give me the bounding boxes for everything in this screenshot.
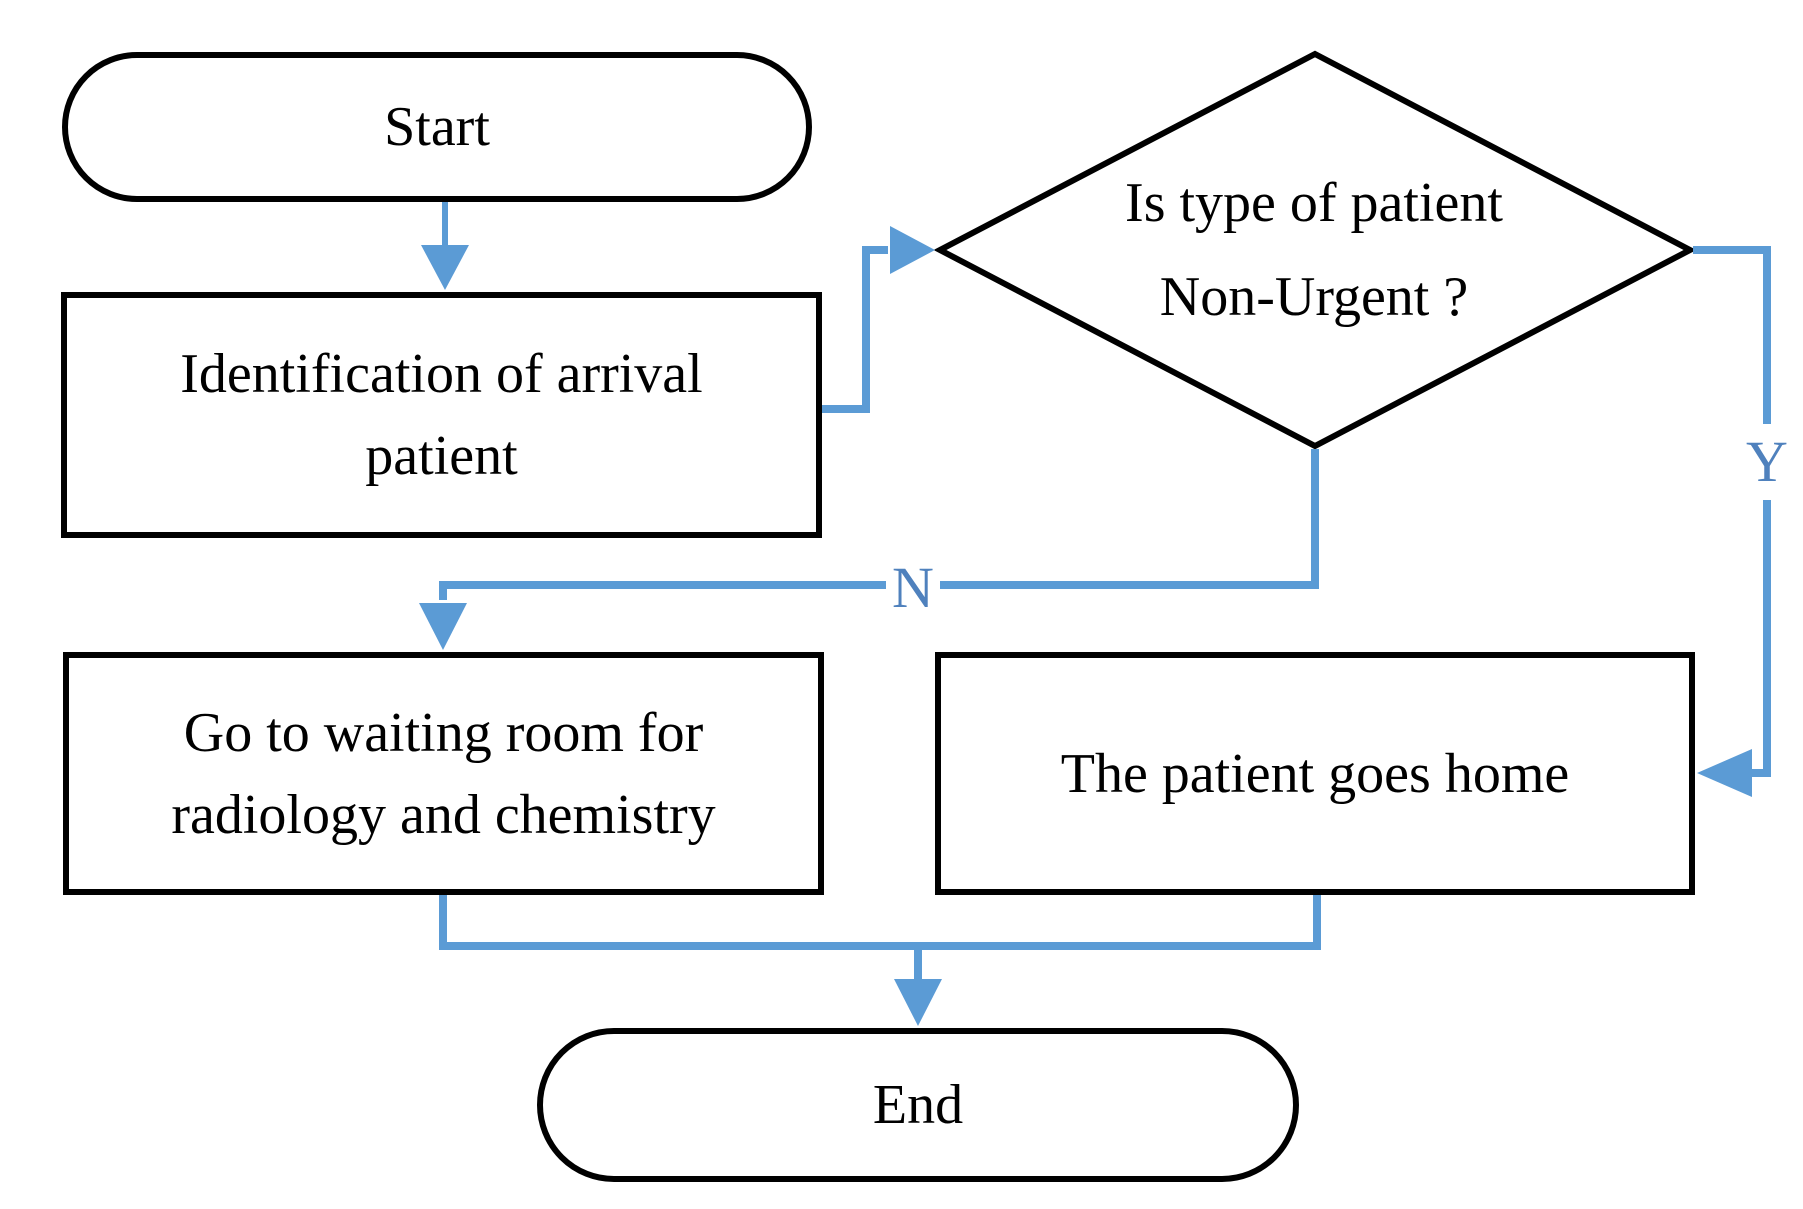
edge-decision-home — [1693, 246, 1771, 797]
node-start: Start — [62, 52, 812, 202]
branch-label-no: N — [892, 555, 934, 620]
node-identification-line1: Identification of arrival — [180, 343, 703, 405]
arrowhead-down-identify — [421, 245, 469, 290]
edge-decision-waiting — [419, 449, 1319, 650]
node-start-label: Start — [384, 96, 490, 158]
node-waiting-room-line2: radiology and chemistry — [171, 783, 716, 846]
node-patient-home: The patient goes home — [935, 652, 1695, 895]
edge-merge-end — [439, 895, 1321, 1026]
node-identification: Identification of arrival patient — [61, 292, 822, 538]
arrowhead-down-waiting — [419, 603, 467, 650]
arrowhead-left-home — [1697, 749, 1752, 797]
arrowhead-right-decision — [890, 226, 935, 274]
node-end-label: End — [872, 1074, 964, 1136]
node-waiting-room-line1: Go to waiting room for — [183, 701, 704, 764]
edge-start-identify — [421, 202, 469, 290]
decision-diamond-shape — [933, 50, 1697, 450]
node-patient-home-label: The patient goes home — [1060, 742, 1570, 805]
node-identification-line2: patient — [365, 425, 518, 487]
edge-identify-decision — [822, 226, 935, 413]
node-waiting-room: Go to waiting room for radiology and che… — [63, 652, 824, 895]
branch-label-yes: Y — [1746, 429, 1788, 494]
arrowhead-down-end — [894, 979, 942, 1026]
node-end: End — [537, 1028, 1299, 1182]
